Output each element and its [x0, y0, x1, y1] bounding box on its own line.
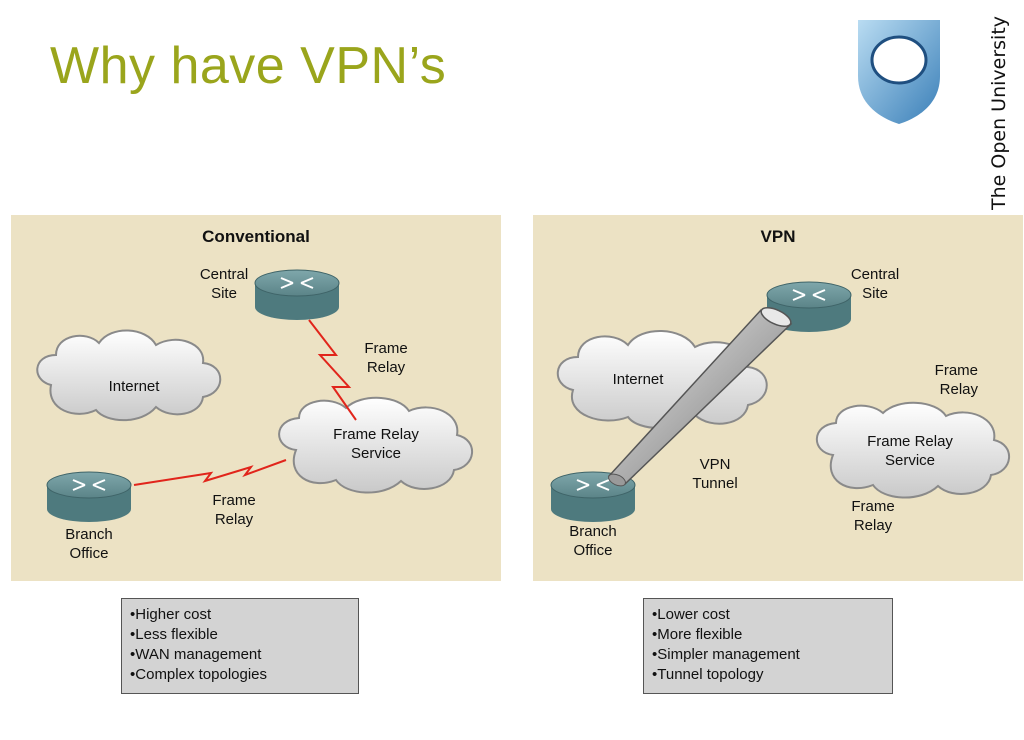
internet-cloud	[556, 330, 768, 429]
frame-relay-label: Frame Relay	[364, 340, 408, 376]
vpn-panel: VPN Central Site Internet Frame Relay Fr…	[533, 215, 1023, 581]
internet-label: Internet	[612, 371, 664, 388]
frame-relay-cloud	[278, 396, 474, 494]
frame-relay-link-top	[308, 319, 357, 421]
frame-relay-link-bottom	[133, 459, 287, 486]
frame-relay-service-label: Frame Relay Service	[333, 426, 419, 462]
router-icon	[254, 269, 340, 320]
frame-relay-service-label: Frame Relay Service	[867, 433, 953, 469]
list-item: Higher cost	[130, 605, 350, 625]
panel-heading: VPN	[760, 227, 796, 246]
list-item: Tunnel topology	[652, 665, 884, 685]
list-item: More flexible	[652, 625, 884, 645]
vpn-tunnel-tube	[607, 306, 793, 487]
list-item: Less flexible	[130, 625, 350, 645]
list-item: Simpler management	[652, 645, 884, 665]
frame-relay-cloud	[815, 401, 1011, 499]
frame-relay-label: Frame Relay	[851, 498, 895, 534]
shield-logo-icon	[858, 20, 940, 124]
branch-office-label: Branch Office	[569, 523, 617, 559]
list-item: Lower cost	[652, 605, 884, 625]
list-item: WAN management	[130, 645, 350, 665]
conventional-panel: Conventional Central Site Internet Frame…	[11, 215, 501, 581]
frame-relay-label: Frame Relay	[934, 362, 978, 398]
vpn-summary-box: Lower cost More flexible Simpler managem…	[643, 598, 893, 694]
internet-cloud	[36, 329, 222, 422]
central-site-label: Central Site	[850, 266, 900, 302]
list-item: Complex topologies	[130, 665, 350, 685]
panel-heading: Conventional	[202, 227, 310, 246]
internet-label: Internet	[108, 378, 160, 395]
frame-relay-label: Frame Relay	[212, 492, 256, 528]
conventional-summary-box: Higher cost Less flexible WAN management…	[121, 598, 359, 694]
logo-text: The Open University	[988, 15, 1010, 210]
central-site-label: Central Site	[199, 266, 249, 302]
slide-title: Why have VPN’s	[50, 37, 447, 95]
branch-office-label: Branch Office	[65, 526, 113, 562]
router-icon	[46, 471, 132, 522]
vpn-tunnel-label: VPN Tunnel	[692, 456, 738, 492]
